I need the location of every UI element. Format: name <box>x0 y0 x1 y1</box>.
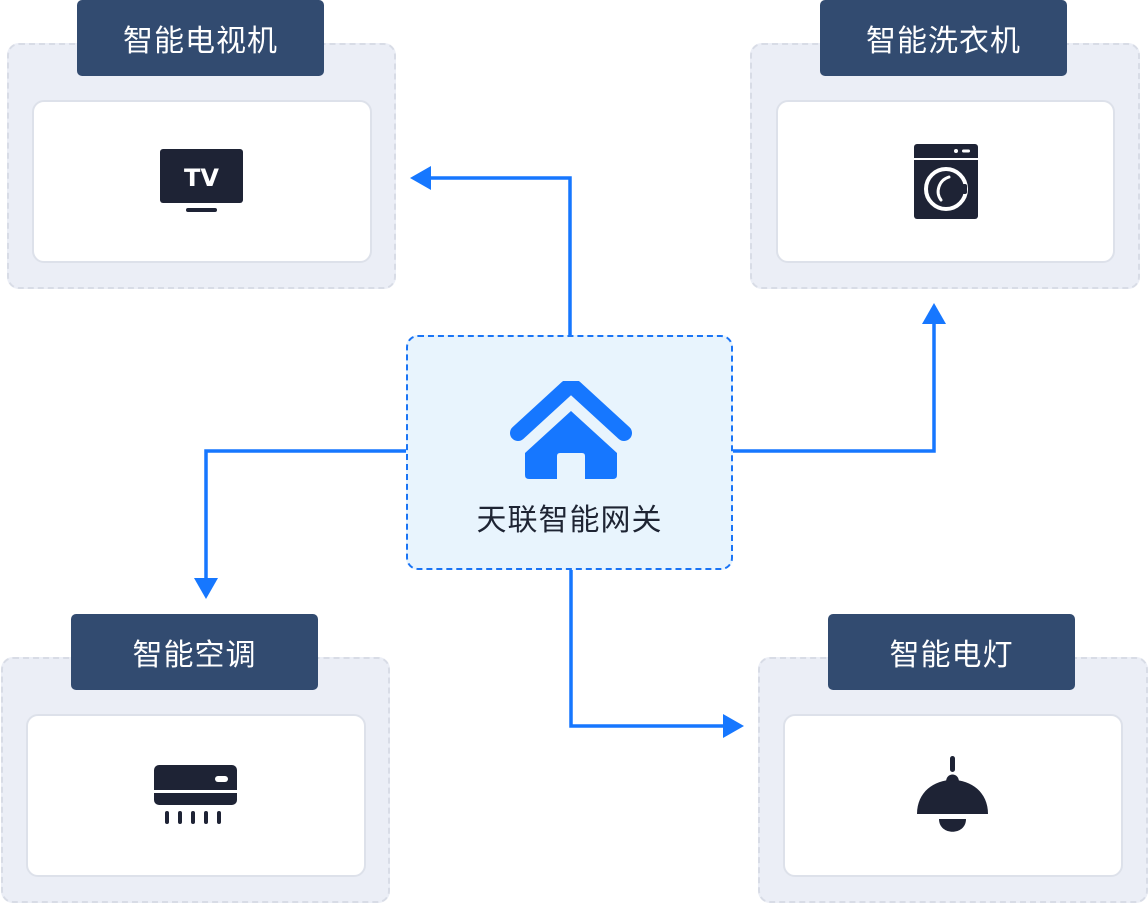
arrowhead-tv <box>410 166 431 190</box>
device-title-ac: 智能空调 <box>71 614 318 690</box>
device-icon-panel <box>783 714 1123 877</box>
svg-text:TV: TV <box>184 164 219 192</box>
device-title-tv: 智能电视机 <box>77 0 324 76</box>
home-icon <box>510 381 632 479</box>
arrowhead-ac <box>194 578 218 599</box>
connector-gateway-to-lamp <box>569 570 726 728</box>
device-title-washer: 智能洗衣机 <box>820 0 1067 76</box>
arrowhead-lamp <box>723 714 744 738</box>
washing-machine-icon <box>913 143 978 219</box>
gateway-node[interactable]: 天联智能网关 <box>406 335 733 570</box>
tv-icon: TV <box>160 148 243 212</box>
pendant-lamp-icon <box>917 755 988 832</box>
connector-gateway-to-washer <box>733 320 936 453</box>
arrowhead-washer <box>922 303 946 324</box>
device-icon-panel <box>26 714 366 877</box>
connector-gateway-to-ac <box>204 449 406 582</box>
connector-gateway-to-tv <box>428 176 572 335</box>
gateway-label: 天联智能网关 <box>476 503 663 538</box>
device-icon-panel <box>776 100 1115 263</box>
device-icon-panel: TV <box>32 100 372 263</box>
air-conditioner-icon <box>154 764 237 824</box>
device-title-lamp: 智能电灯 <box>828 614 1075 690</box>
